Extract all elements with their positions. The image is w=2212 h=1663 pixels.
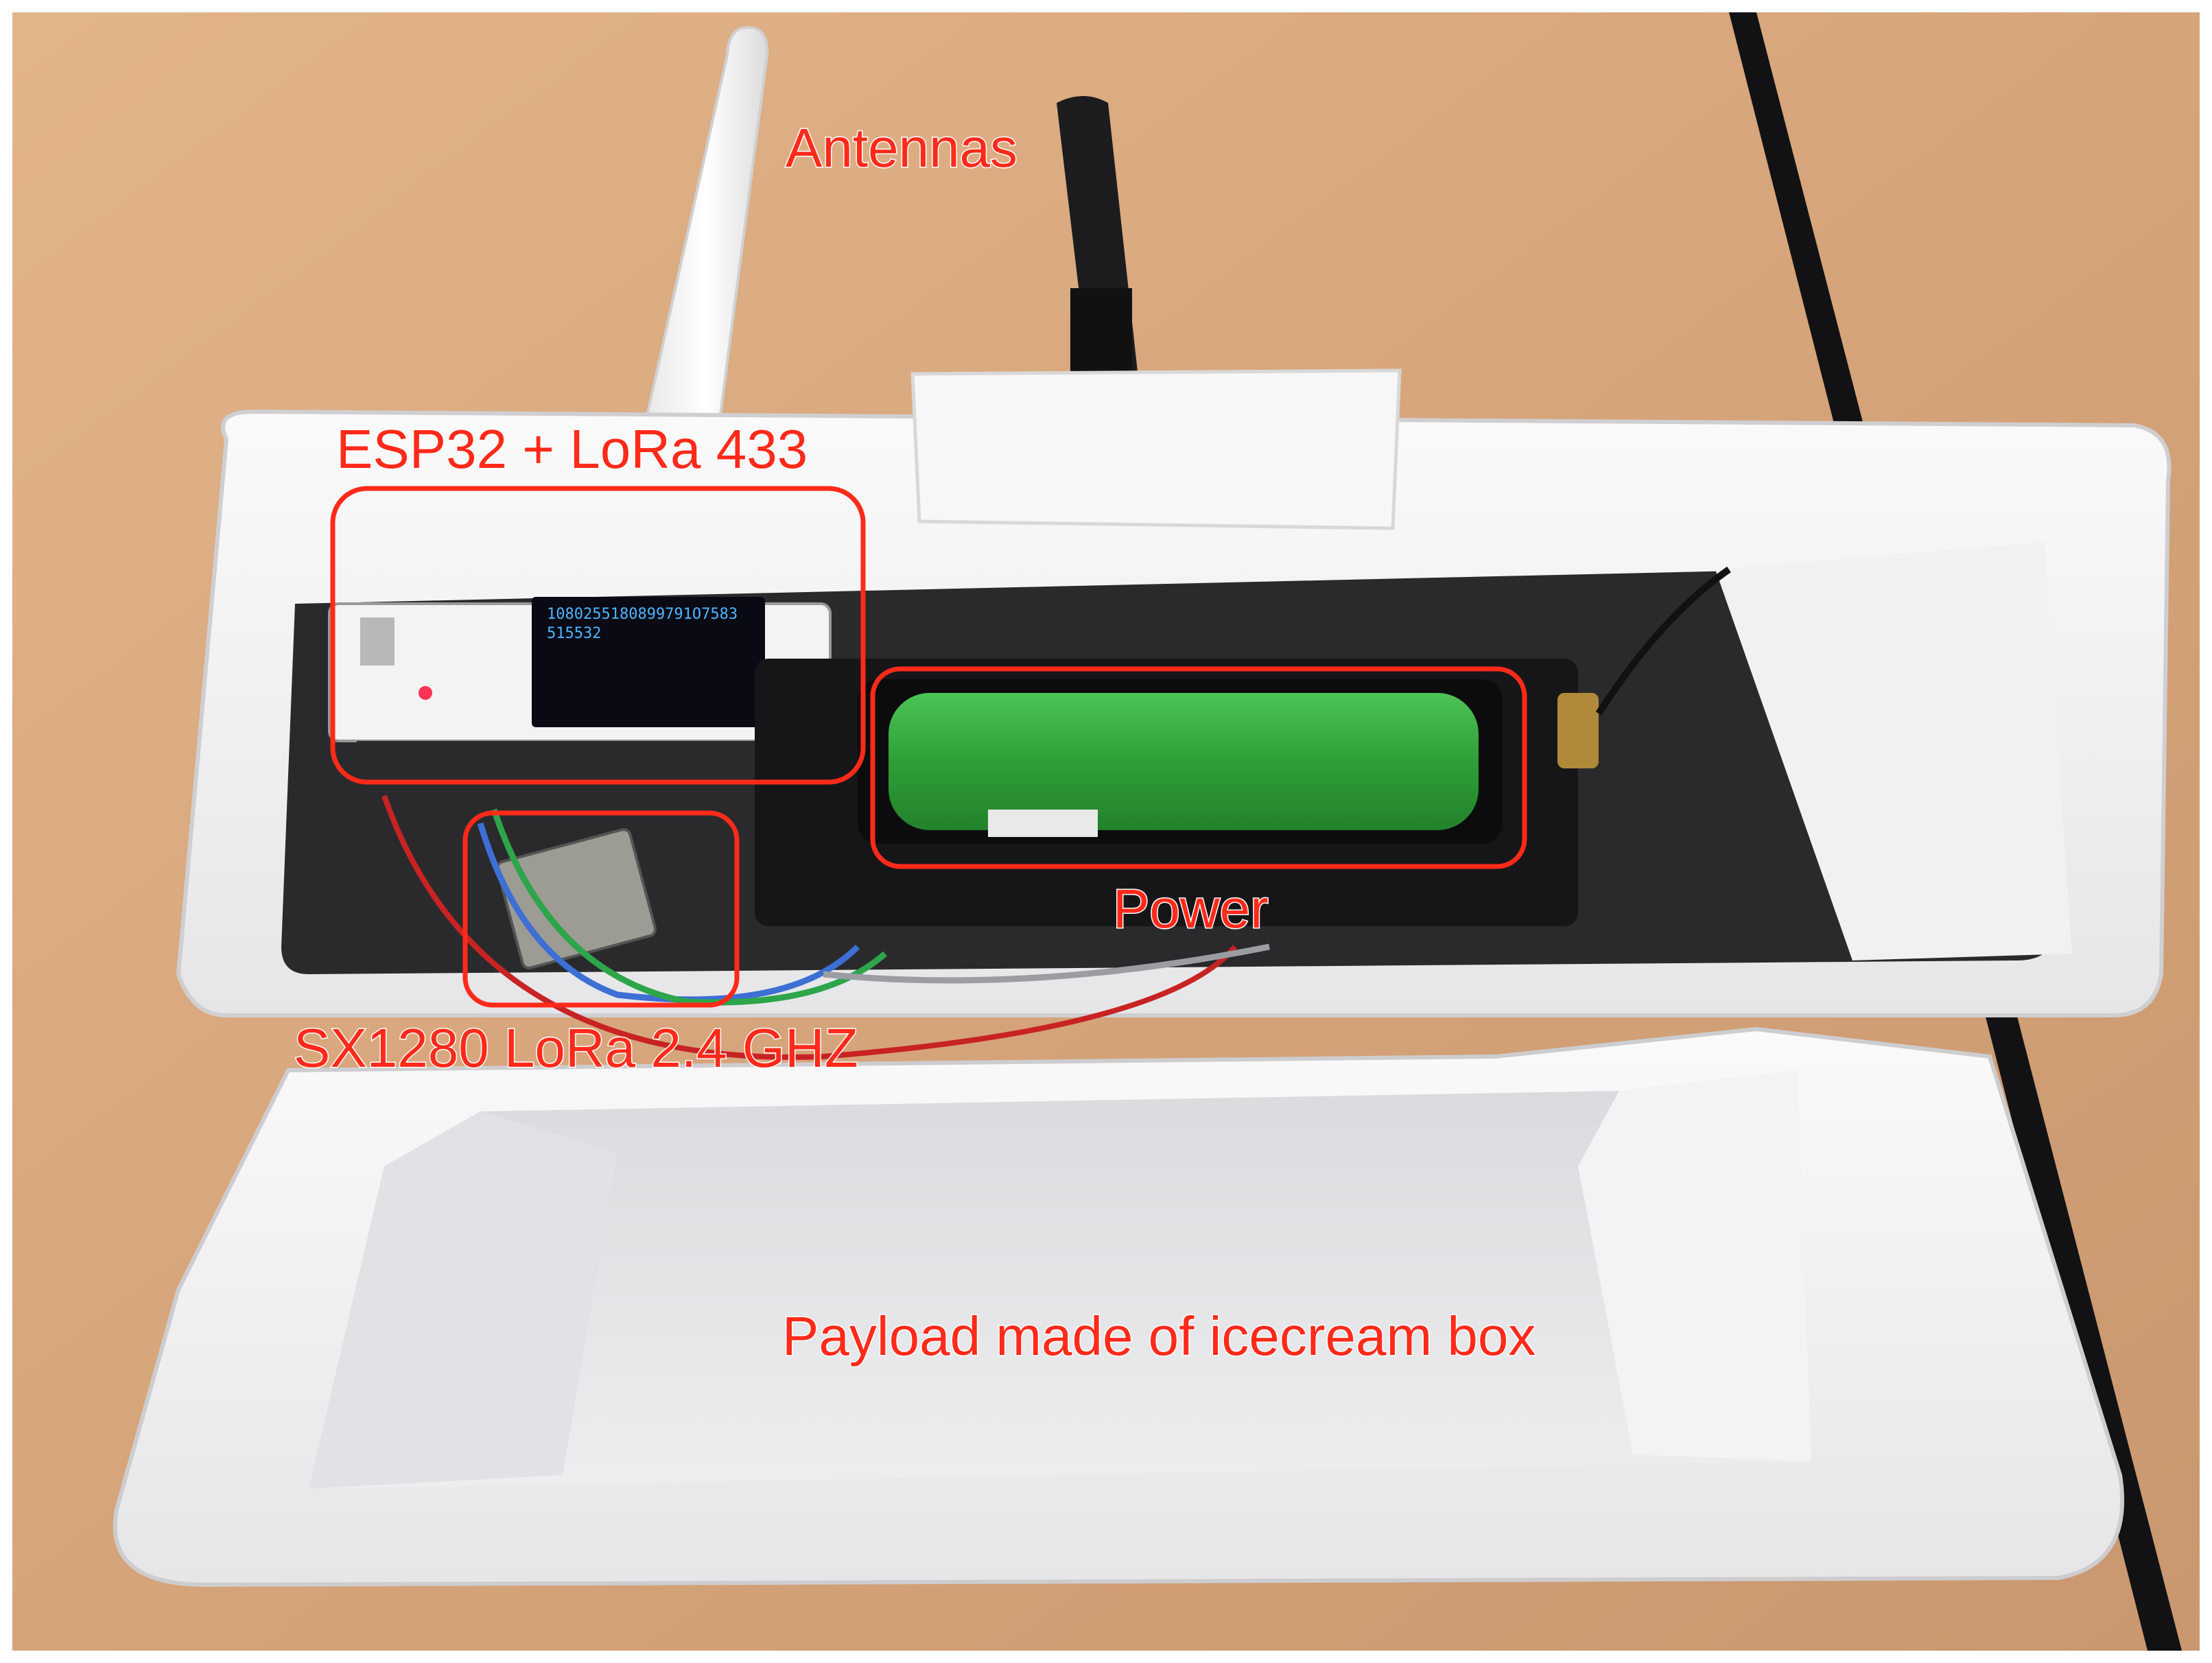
box-interior-right-wall	[1578, 1070, 1811, 1461]
esp32-highlight-box	[330, 486, 866, 785]
grey-wire	[823, 943, 1270, 984]
box-interior	[309, 1070, 1811, 1489]
esp32-pins	[357, 741, 816, 775]
blue-wire	[477, 822, 860, 1003]
usb-port	[360, 617, 395, 665]
power-highlight-box	[870, 666, 1527, 869]
red-led	[419, 686, 432, 700]
battery-cell	[889, 693, 1479, 830]
tape-strip	[910, 368, 1402, 530]
green-wire	[491, 808, 887, 1006]
label-antennas: Antennas	[786, 117, 1017, 178]
battery-label	[988, 810, 1098, 837]
lid-cavity-wall	[1715, 542, 2072, 960]
sma-connector	[1557, 693, 1599, 768]
label-power: Power	[1113, 878, 1269, 939]
box-interior-left-wall	[309, 1111, 617, 1489]
label-sx1280: SX1280 LoRa 2.4 GHZ	[294, 1017, 858, 1078]
coax-cable	[1595, 566, 1731, 716]
sx1280-highlight-box	[462, 810, 740, 1008]
label-payload: Payload made of icecream box	[782, 1306, 1536, 1367]
oled-screen	[532, 597, 765, 727]
label-esp32: ESP32 + LoRa 433	[336, 418, 808, 480]
oled-line-2: 515532	[547, 625, 601, 642]
oled-line-1: 1080255180899791O7583	[547, 606, 738, 623]
